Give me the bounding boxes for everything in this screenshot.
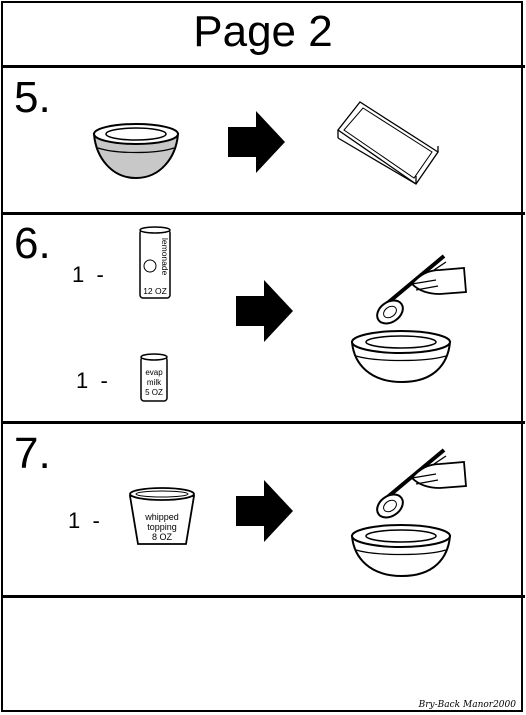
arrow-right-icon: [228, 111, 285, 173]
tub-icon: whipped topping 8 OZ: [128, 487, 196, 545]
can-label: 5 OZ: [145, 388, 163, 397]
tub-label: whipped: [144, 512, 179, 522]
arrow-right-icon: [236, 480, 293, 542]
can-label: evap: [145, 368, 163, 377]
can-label: lemonade: [160, 238, 170, 276]
page-title: Page 2: [193, 7, 333, 56]
can-icon: lemonade 12 OZ: [139, 226, 171, 299]
hand-spoon-icon: [350, 254, 467, 384]
arrow-right-icon: [236, 280, 293, 342]
divider: [1, 212, 525, 215]
step-number-6: 6.: [14, 219, 51, 268]
divider: [1, 421, 525, 424]
hand-spoon-icon: [350, 448, 467, 578]
can-label: milk: [147, 378, 162, 387]
watermark: Bry-Back Manor2000: [418, 700, 516, 710]
step-number-7: 7.: [14, 429, 51, 478]
ingredient-quantity: 1 -: [68, 508, 100, 533]
tub-label: 8 OZ: [152, 532, 173, 542]
divider: [1, 65, 525, 68]
mixing-bowl-icon: [92, 123, 180, 180]
tub-label: topping: [147, 522, 177, 532]
divider: [1, 595, 525, 598]
can-icon: evap milk 5 OZ: [140, 353, 168, 402]
ingredient-quantity: 1 -: [76, 368, 108, 393]
step-number-5: 5.: [14, 73, 51, 122]
baking-pan-icon: [337, 101, 439, 185]
can-label: 12 OZ: [143, 286, 167, 296]
ingredient-quantity: 1 -: [72, 262, 104, 287]
